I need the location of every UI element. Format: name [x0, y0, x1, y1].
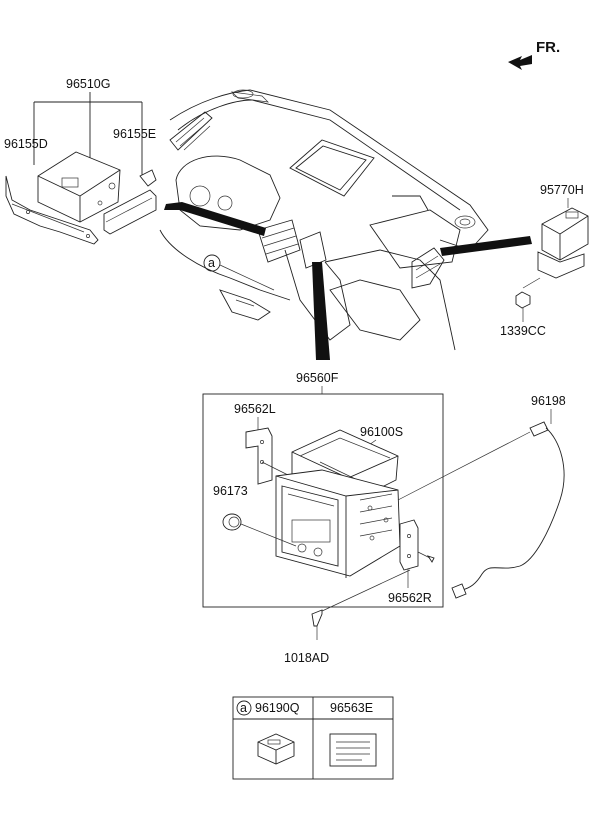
head-unit-assembly: 96560F 96562L 96100S 96173 96562R	[202, 371, 531, 613]
part-label-96173: 96173	[213, 484, 248, 498]
callout-a-label: a	[208, 256, 215, 270]
legend-header-96190Q: 96190Q	[255, 701, 300, 715]
part-label-96100S: 96100S	[360, 425, 403, 439]
part-label-96562R: 96562R	[388, 591, 432, 605]
part-label-1018AD: 1018AD	[284, 651, 329, 665]
usb-cable-96198: 96198	[451, 394, 566, 599]
assembly-frame	[202, 393, 444, 608]
left-bracket-96155D	[5, 175, 99, 245]
knob-96173	[222, 513, 297, 547]
front-direction-arrow	[508, 55, 532, 70]
navigation-unit-box	[37, 151, 121, 223]
module-95770H	[537, 207, 589, 279]
clip-1339CC	[515, 277, 541, 309]
label-96563E-illustration	[329, 733, 377, 767]
part-label-96155E: 96155E	[113, 127, 156, 141]
jack-96190Q-illustration	[257, 733, 295, 765]
right-bracket-96562R	[399, 519, 435, 571]
legend-callout-a: a	[240, 701, 247, 715]
screw-1018AD: 1018AD	[284, 609, 329, 665]
right-bracket-96155E	[103, 169, 157, 235]
module-95770H-group: 95770H 1339CC	[500, 183, 589, 338]
navigation-unit-group: 96510G 96155D 96155E	[4, 77, 157, 245]
legend-header-96563E: 96563E	[330, 701, 373, 715]
part-label-96510G: 96510G	[66, 77, 110, 91]
part-label-96560F: 96560F	[296, 371, 339, 385]
left-bracket-96562L	[245, 427, 291, 485]
leader-96510G	[33, 92, 143, 178]
part-label-96562L: 96562L	[234, 402, 276, 416]
part-label-96198: 96198	[531, 394, 566, 408]
front-direction-label: FR.	[536, 39, 560, 56]
part-label-1339CC: 1339CC	[500, 324, 546, 338]
callout-a-dashboard: a	[203, 254, 275, 291]
part-label-95770H: 95770H	[540, 183, 584, 197]
part-label-96155D: 96155D	[4, 137, 48, 151]
legend-table: a 96190Q 96563E	[232, 696, 394, 780]
head-unit-body	[275, 469, 401, 578]
dashboard-illustration	[159, 89, 532, 360]
